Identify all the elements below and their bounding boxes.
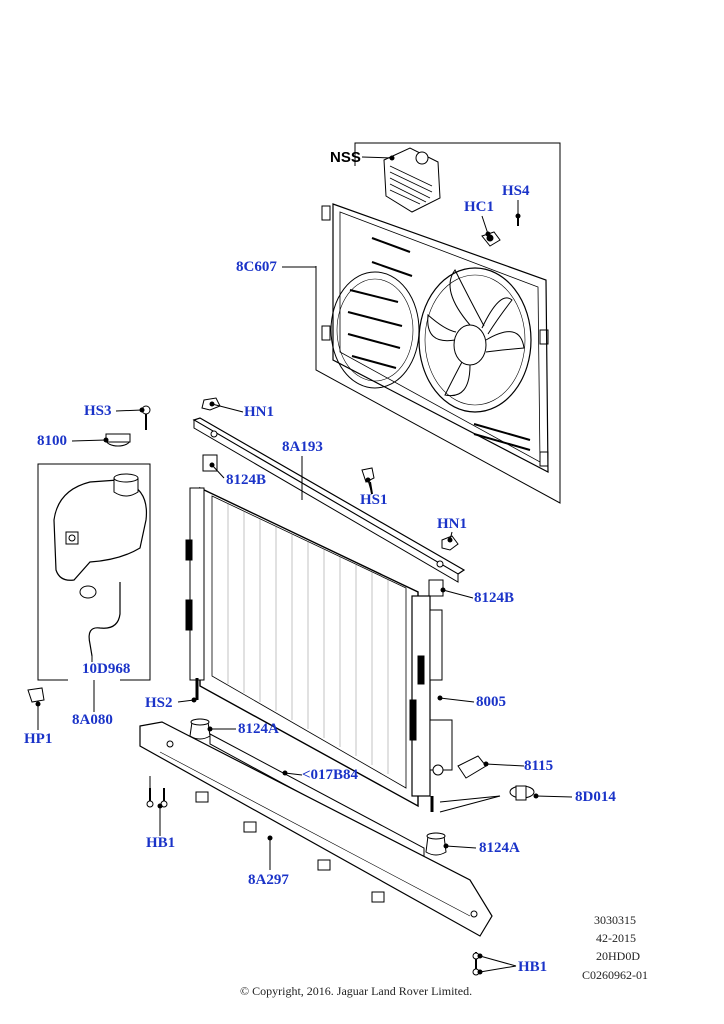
label-10d968: 10D968 (82, 661, 131, 677)
label-hn1-top: HN1 (244, 404, 274, 420)
lower-splash-panel (139, 721, 493, 937)
upper-mounting-bar (192, 417, 466, 583)
label-8d014: 8D014 (575, 789, 616, 805)
label-8a193: 8A193 (282, 439, 323, 455)
label-8a297: 8A297 (248, 872, 289, 888)
label-hs3: HS3 (84, 403, 112, 419)
label-hc1: HC1 (464, 199, 494, 215)
label-8005: 8005 (476, 694, 506, 710)
label-8124a-top: 8124A (238, 721, 279, 737)
label-017b84: <017B84 (302, 767, 359, 783)
label-hn1-mid: HN1 (437, 516, 467, 532)
label-nss: NSS (330, 149, 361, 166)
label-hs2: HS2 (145, 695, 173, 711)
copyright-notice: © Copyright, 2016. Jaguar Land Rover Lim… (240, 984, 473, 998)
label-hs1: HS1 (360, 492, 388, 508)
hb1-bolts-right (472, 952, 480, 976)
hb1-bolts-left (146, 788, 168, 808)
sensor-and-cap (457, 755, 535, 801)
label-8124b-right: 8124B (474, 590, 515, 606)
label-hb1-left: HB1 (146, 835, 176, 851)
lower-isolators (189, 718, 447, 856)
label-8124a-bottom: 8124A (479, 840, 520, 856)
radiator-core (185, 486, 453, 812)
fan-shroud-assembly (315, 142, 561, 504)
label-hs4: HS4 (502, 183, 530, 199)
expansion-tank (27, 405, 151, 703)
label-8a080: 8A080 (72, 712, 113, 728)
reference-code-3: 20HD0D (596, 949, 640, 963)
label-hp1: HP1 (24, 731, 53, 747)
reference-code-2: 42-2015 (596, 931, 636, 945)
reference-code-4: C0260962-01 (582, 968, 648, 982)
label-8124b-top: 8124B (226, 472, 267, 488)
label-8100: 8100 (37, 433, 67, 449)
reference-code-1: 3030315 (594, 913, 636, 927)
label-8c607: 8C607 (236, 259, 277, 275)
leader-lines (37, 156, 573, 973)
label-hb1-right: HB1 (518, 959, 548, 975)
nss-module (383, 147, 441, 213)
label-8115: 8115 (524, 758, 554, 774)
